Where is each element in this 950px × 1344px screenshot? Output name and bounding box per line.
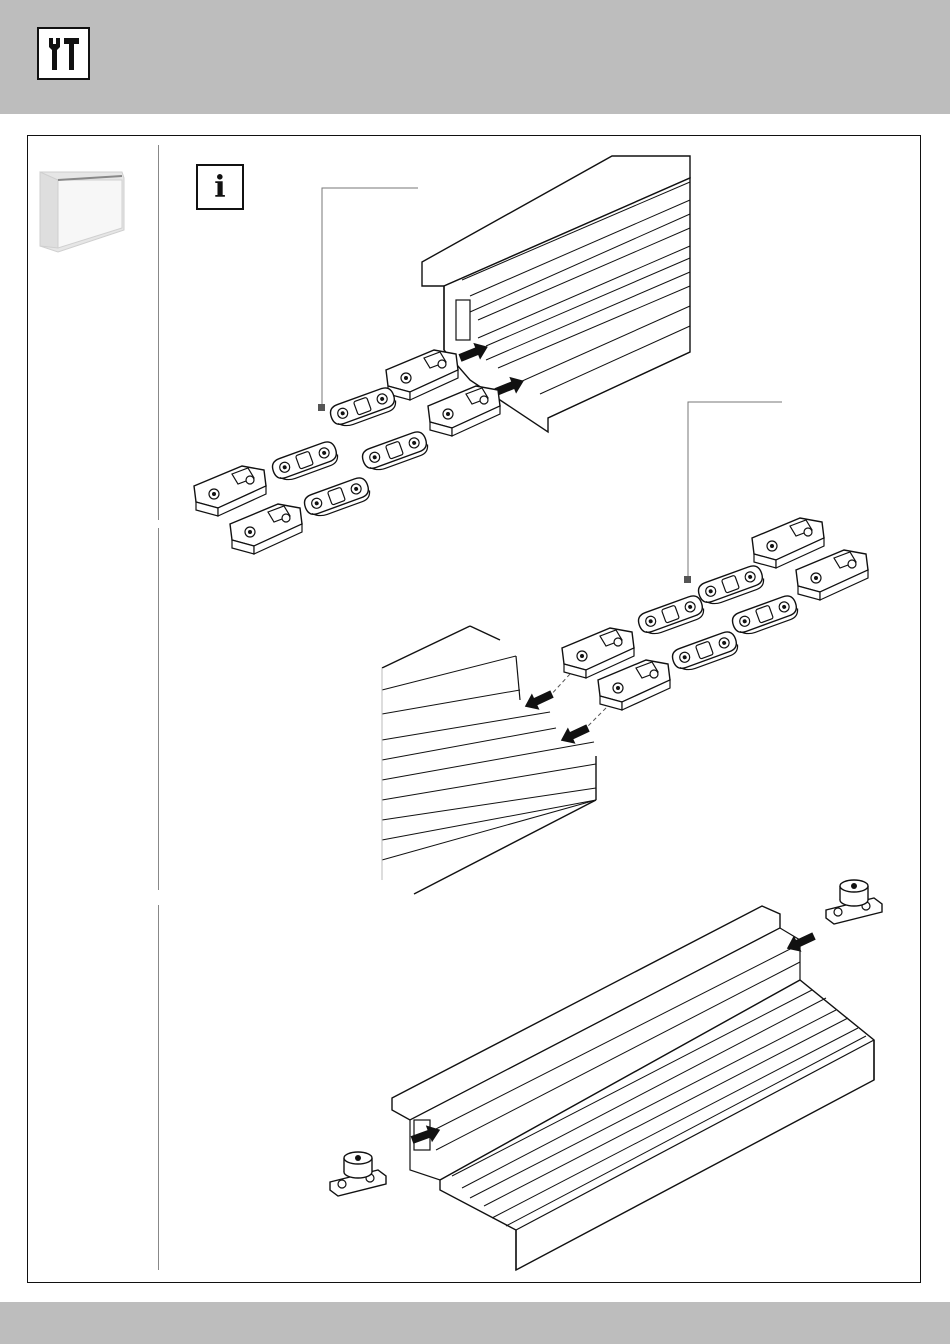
top-runner — [270, 439, 340, 484]
bottom-runner — [636, 593, 706, 638]
callout-marker — [684, 576, 691, 583]
bottom-carrier — [796, 550, 868, 600]
top-carrier — [194, 466, 266, 516]
top-carrier — [428, 386, 500, 436]
callout-marker — [318, 404, 325, 411]
top-runner — [302, 475, 372, 520]
top-carrier — [386, 350, 458, 400]
top-carrier — [230, 504, 302, 554]
guide-track — [392, 906, 874, 1270]
insert-arrow — [557, 720, 592, 749]
footer-bar — [0, 1302, 950, 1344]
guide-wheel — [826, 880, 882, 924]
insert-arrow — [521, 686, 556, 715]
bottom-carrier — [752, 518, 824, 568]
top-runner — [328, 385, 398, 430]
guide-wheel — [330, 1152, 386, 1196]
bottom-runner — [670, 629, 740, 674]
top-runner — [360, 429, 430, 474]
bottom-runner — [730, 593, 800, 638]
bottom-runner — [696, 563, 766, 608]
top-track — [422, 156, 690, 432]
